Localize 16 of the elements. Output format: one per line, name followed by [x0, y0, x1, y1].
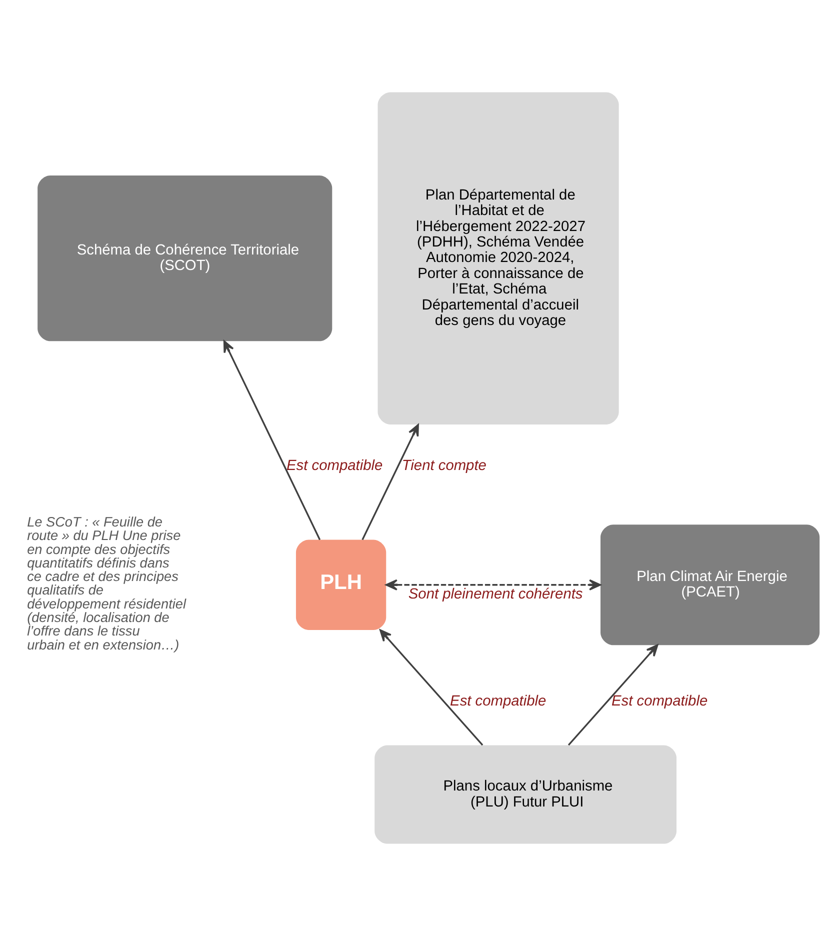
arrow	[362, 424, 419, 540]
arrow	[223, 340, 321, 540]
edge-label: Sont pleinement cohérents	[408, 586, 583, 603]
node-box: Schéma de Cohérence Territoriale (SCOT)	[38, 176, 332, 342]
arrow	[385, 579, 601, 590]
node-box: Plan Départemental de l’Habitat et de l’Hébergement 2022-2027 (PDHH), Schéma Vendée Autonomie 2020-2024, Porter à connaissance de l’Etat, Schéma Départemental d’accueil des gens du voyage	[378, 92, 619, 424]
edge-label: Est compatible	[286, 458, 383, 474]
arrow	[380, 629, 484, 746]
label: Le SCoT : « Feuille de route » du PLH Une prise en compte des objectifs quantitatifs définis dans ce cadre et des principes qualitatifs de développement résidentiel (densité, localisation de l’offre dans le tissu urbain et en extension…)	[27, 514, 186, 652]
edge-label: Tient compte	[402, 458, 486, 474]
edge-label: Est compatible	[612, 694, 708, 710]
node-box: PLH	[296, 540, 386, 630]
node-box: Plan Climat Air Energie (PCAET)	[600, 524, 820, 646]
edge-label: Est compatible	[450, 694, 546, 710]
arrow	[568, 644, 658, 746]
node-box: Plans locaux d’Urbanisme (PLU) Futur PLUI	[374, 745, 676, 844]
